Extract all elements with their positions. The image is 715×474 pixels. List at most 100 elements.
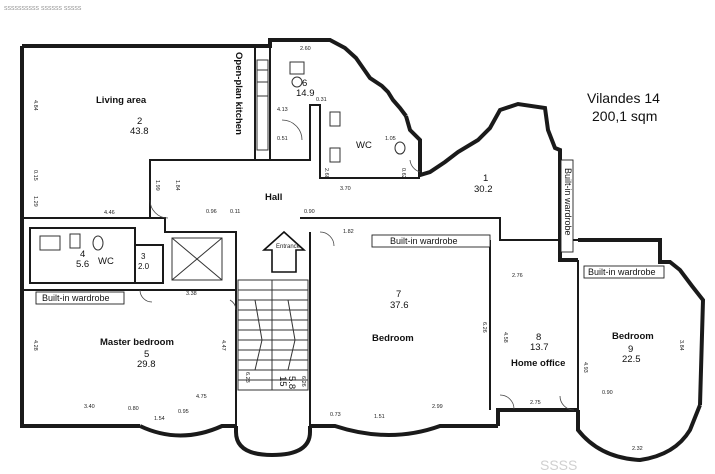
wc-large-number: 6: [302, 78, 307, 89]
master-bay-wall: [139, 424, 236, 438]
svg-text:0.90: 0.90: [602, 390, 613, 396]
svg-text:4.58: 4.58: [502, 332, 508, 343]
svg-text:1.54: 1.54: [154, 416, 165, 422]
plan-total-area: 200,1 sqm: [592, 108, 657, 124]
svg-text:0.80: 0.80: [128, 406, 139, 412]
svg-text:1.82: 1.82: [343, 229, 354, 235]
room3-area: 2.0: [138, 262, 150, 271]
svg-text:4.13: 4.13: [277, 107, 288, 113]
svg-text:3.70: 3.70: [340, 186, 351, 192]
wc-large-area: 14.9: [296, 88, 315, 99]
svg-text:0.73: 0.73: [330, 412, 341, 418]
outer-wall-right: [578, 238, 706, 406]
stairs-number: 15: [277, 376, 288, 387]
staircase: [237, 279, 309, 391]
bedroom9-wardrobe-label: Built-in wardrobe: [588, 267, 656, 277]
svg-text:2.60: 2.60: [300, 46, 311, 52]
hall-area: 30.2: [474, 184, 493, 195]
svg-text:2.99: 2.99: [432, 404, 443, 410]
bedroom9-number: 9: [628, 344, 633, 355]
svg-text:0.96: 0.96: [206, 209, 217, 215]
svg-text:0.95: 0.95: [178, 409, 189, 415]
wc-large-wall: [270, 104, 420, 179]
svg-text:0.11: 0.11: [230, 209, 240, 215]
watermark-top: ssssssssss ssssss sssss: [4, 5, 82, 12]
svg-text:3.38: 3.38: [186, 291, 197, 297]
plan-address: Vilandes 14: [587, 90, 660, 106]
hall-wardrobe-label: Built-in wardrobe: [563, 168, 573, 236]
svg-text:0.62: 0.62: [400, 168, 406, 179]
entrance-arrow-icon: [261, 230, 307, 273]
living-area: 43.8: [130, 126, 149, 137]
bedroom9-bay-wall: [576, 404, 702, 463]
room3-number: 3: [141, 252, 146, 261]
svg-text:6.23: 6.23: [244, 372, 250, 383]
svg-text:2.32: 2.32: [632, 446, 643, 452]
bedroom7-name: Bedroom: [372, 333, 414, 344]
hall-wardrobe: [560, 159, 574, 253]
bedroom9-area: 22.5: [622, 354, 641, 365]
bedroom7-wardrobe-label: Built-in wardrobe: [390, 236, 458, 246]
stairs-area: 5.8: [286, 376, 297, 389]
dimension-labels: 4.84 4.46 1.29 0.15 0.96 0.11 0.90 1.99 …: [32, 46, 684, 452]
svg-text:2.68: 2.68: [323, 168, 329, 179]
svg-text:4.84: 4.84: [32, 100, 38, 111]
svg-text:4.47: 4.47: [220, 340, 226, 351]
svg-text:2.75: 2.75: [530, 400, 541, 406]
master-name: Master bedroom: [100, 337, 174, 348]
svg-text:4.46: 4.46: [104, 210, 115, 216]
lift-cross-2: [171, 237, 223, 281]
svg-text:3.40: 3.40: [84, 404, 95, 410]
bedroom7-wardrobe: [371, 234, 491, 248]
bedroom7-number: 7: [396, 289, 401, 300]
svg-text:0.90: 0.90: [304, 209, 315, 215]
svg-text:6.26: 6.26: [300, 376, 306, 387]
svg-text:3.84: 3.84: [678, 340, 684, 351]
svg-text:4.28: 4.28: [32, 340, 38, 351]
master-wardrobe: [35, 291, 125, 305]
watermark-bottom: SSSS: [540, 457, 577, 473]
wc-small-number: 4: [80, 249, 85, 260]
hall-number: 1: [483, 173, 488, 184]
office-number: 8: [536, 332, 541, 343]
kitchen-counter: [256, 59, 269, 151]
svg-text:0.15: 0.15: [32, 170, 38, 181]
svg-text:1.99: 1.99: [154, 180, 160, 191]
stair-bay-wall: [234, 426, 312, 458]
door-swings: [139, 119, 575, 411]
hall-name: Hall: [265, 192, 282, 203]
wc-small-name: WC: [98, 256, 114, 267]
master-number: 5: [144, 349, 149, 360]
svg-text:6.26: 6.26: [481, 322, 487, 333]
svg-text:4.93: 4.93: [582, 362, 588, 373]
master-area: 29.8: [137, 359, 156, 370]
svg-text:4.75: 4.75: [196, 394, 207, 400]
svg-text:1.84: 1.84: [174, 180, 180, 191]
outer-wall-top-left: [22, 38, 408, 118]
living-name: Living area: [96, 95, 147, 106]
bedroom7-bay-wall: [310, 424, 498, 437]
svg-text:0.51: 0.51: [277, 136, 288, 142]
wc-fixtures: [39, 61, 406, 251]
bedroom9-wardrobe: [583, 265, 665, 279]
lift-shaft: [171, 237, 223, 281]
wc-small-area: 5.6: [76, 259, 89, 270]
svg-text:1.05: 1.05: [385, 136, 396, 142]
entrance-label: Entrance: [276, 244, 301, 250]
office-name: Home office: [511, 358, 565, 369]
svg-text:0.31: 0.31: [316, 97, 327, 103]
svg-text:1.51: 1.51: [374, 414, 385, 420]
office-bottom-wall: [496, 408, 578, 426]
master-wardrobe-label: Built-in wardrobe: [42, 293, 110, 303]
room-3-box: [134, 244, 164, 284]
svg-text:1.29: 1.29: [32, 196, 38, 207]
wc-large-name: WC: [356, 140, 372, 151]
living-number: 2: [137, 116, 142, 127]
outer-wall-left: [20, 46, 140, 428]
kitchen-name: Open-plan kitchen: [233, 52, 244, 135]
svg-text:2.76: 2.76: [512, 273, 523, 279]
bedroom7-area: 37.6: [390, 300, 409, 311]
office-area: 13.7: [530, 342, 549, 353]
bedroom7-top-wall: [300, 217, 578, 241]
